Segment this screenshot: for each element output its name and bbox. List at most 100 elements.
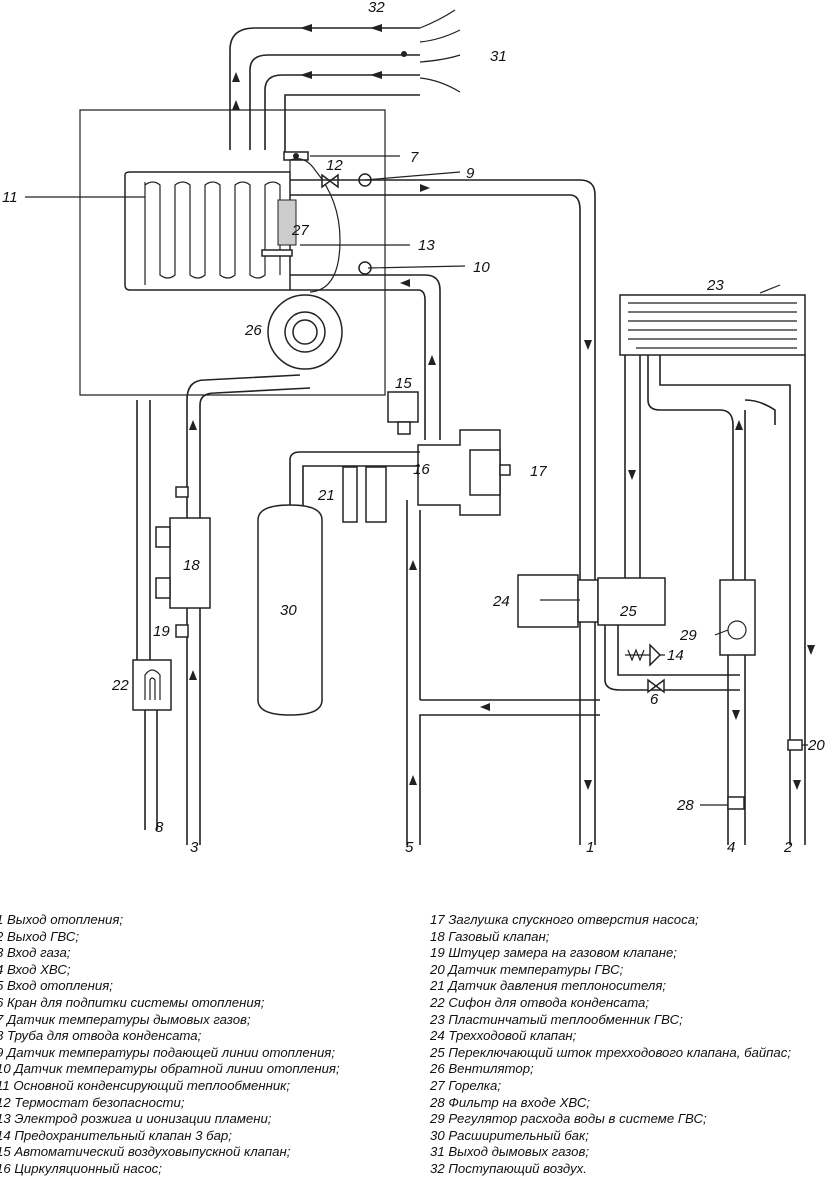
legend-item: 24 Трехходовой клапан;	[430, 1028, 577, 1044]
bypass-rod	[597, 577, 666, 626]
heating-flow-pipe	[290, 179, 596, 845]
label-2: 2	[783, 839, 793, 856]
legend-item: 17 Заглушка спускного отверстия насоса;	[430, 912, 699, 927]
gas-test-nipple	[175, 624, 189, 638]
pressure-sensor	[342, 466, 358, 523]
arrow-left-icon	[300, 71, 312, 79]
arrow-left-icon	[400, 279, 410, 287]
legend-item: 10 Датчик температуры обратной линии ото…	[0, 1061, 340, 1077]
label-23: 23	[706, 277, 724, 294]
legend-item: 8 Труба для отвода конденсата;	[0, 1028, 202, 1044]
arrow-up-icon	[189, 670, 197, 680]
legend-item: 14 Предохранительный клапан 3 бар;	[0, 1127, 232, 1143]
gas-valve	[169, 517, 211, 609]
legend-item: 25 Переключающий шток трехходового клапа…	[430, 1044, 792, 1060]
air-vent	[387, 391, 419, 423]
legend-item: 30 Расширительный бак;	[430, 1127, 589, 1143]
legend-column-right: 17 Заглушка спускного отверстия насоса; …	[430, 912, 822, 1178]
arrow-down-icon	[793, 780, 801, 790]
label-15: 15	[395, 375, 412, 392]
arrow-up-icon	[409, 775, 417, 785]
dhw-temp-sensor	[787, 739, 803, 751]
label-11: 11	[2, 189, 18, 206]
arrow-up-icon	[735, 420, 743, 430]
legend-item: 19 Штуцер замера на газовом клапане;	[430, 945, 677, 961]
arrow-left-icon	[300, 24, 312, 32]
label-29: 29	[679, 627, 697, 644]
label-12: 12	[326, 157, 343, 174]
arrow-left-icon	[480, 703, 490, 711]
label-24: 24	[492, 593, 510, 610]
arrow-down-icon	[807, 645, 815, 655]
boiler-schematic: 1 2 3 4 5 6 7 8 9 10 11 12 13 14 15 16 1…	[2, 0, 825, 856]
legend-item: 13 Электрод розжига и ионизации пламени;	[0, 1111, 272, 1127]
legend-item: 11 Основной конденсирующий теплообменник…	[0, 1077, 291, 1093]
legend-item: 32 Поступающий воздух.	[430, 1160, 587, 1176]
legend: 1 Выход отопления; 2 Выход ГВС; 3 Вход г…	[0, 912, 825, 1200]
pump-drain-plug	[499, 464, 511, 476]
label-9: 9	[466, 165, 475, 182]
label-20: 20	[807, 737, 825, 754]
legend-item: 4 Вход ХВС;	[0, 961, 71, 977]
condensate-siphon	[132, 659, 172, 711]
legend-item: 20 Датчик температуры ГВС;	[430, 961, 624, 977]
filling-tap	[647, 678, 665, 694]
three-way-valve	[517, 574, 579, 628]
label-31: 31	[490, 48, 507, 65]
gas-pipe	[186, 374, 301, 845]
label-21: 21	[317, 487, 335, 504]
air-duct-outer	[229, 27, 420, 150]
legend-item: 2 Выход ГВС;	[0, 928, 80, 944]
legend-item: 23 Пластинчатый теплообменник ГВС;	[430, 1011, 683, 1027]
plate-heat-exchanger	[619, 294, 806, 356]
label-14: 14	[667, 647, 684, 664]
expansion-pipe	[289, 451, 420, 510]
label-17: 17	[530, 463, 547, 480]
label-28: 28	[676, 797, 694, 814]
expansion-tank	[257, 504, 323, 716]
legend-item: 18 Газовый клапан;	[430, 928, 550, 944]
label-5: 5	[405, 839, 414, 856]
label-10: 10	[473, 259, 490, 276]
label-13: 13	[418, 237, 435, 254]
label-26: 26	[244, 322, 262, 339]
legend-item: 7 Датчик температуры дымовых газов;	[0, 1011, 251, 1027]
label-1: 1	[586, 839, 594, 856]
legend-item: 21 Датчик давления теплоносителя;	[430, 978, 667, 994]
cold-water-filter	[727, 796, 745, 810]
return-inlet-pipe	[406, 500, 600, 845]
burner	[277, 199, 297, 246]
legend-item: 27 Горелка;	[430, 1077, 501, 1093]
label-30: 30	[280, 602, 297, 619]
ignition-electrode	[261, 249, 293, 257]
arrow-down-icon	[584, 780, 592, 790]
air-flow-lines	[419, 9, 461, 93]
arrow-up-icon	[428, 355, 436, 365]
label-7: 7	[410, 149, 419, 166]
legend-item: 26 Вентилятор;	[430, 1061, 534, 1077]
legend-item: 15 Автоматический воздуховыпускной клапа…	[0, 1144, 291, 1160]
arrow-left-icon	[370, 24, 382, 32]
arrow-left-icon	[370, 71, 382, 79]
legend-item: 9 Датчик температуры подающей линии отоп…	[0, 1044, 335, 1060]
legend-item: 22 Сифон для отвода конденсата;	[430, 994, 650, 1010]
arrow-down-icon	[584, 340, 592, 350]
legend-item: 12 Термостат безопасности;	[0, 1094, 185, 1110]
flue-duct	[284, 94, 420, 160]
legend-item: 3 Вход газа;	[0, 945, 71, 961]
arrow-up-icon	[232, 100, 240, 110]
legend-item: 6 Кран для подпитки системы отопления;	[0, 994, 265, 1010]
dhw-flow-regulator	[719, 579, 756, 656]
label-19: 19	[153, 623, 170, 640]
label-4: 4	[727, 839, 735, 856]
label-27: 27	[291, 222, 309, 239]
label-22: 22	[111, 677, 129, 694]
arrow-up-icon	[232, 72, 240, 82]
safety-thermostat	[321, 173, 339, 189]
flue-duct-inner	[264, 74, 420, 150]
label-8: 8	[155, 819, 164, 836]
arrow-down-icon	[628, 470, 636, 480]
arrow-down-icon	[732, 710, 740, 720]
exchanger-coil	[144, 181, 281, 279]
label-3: 3	[190, 839, 199, 856]
